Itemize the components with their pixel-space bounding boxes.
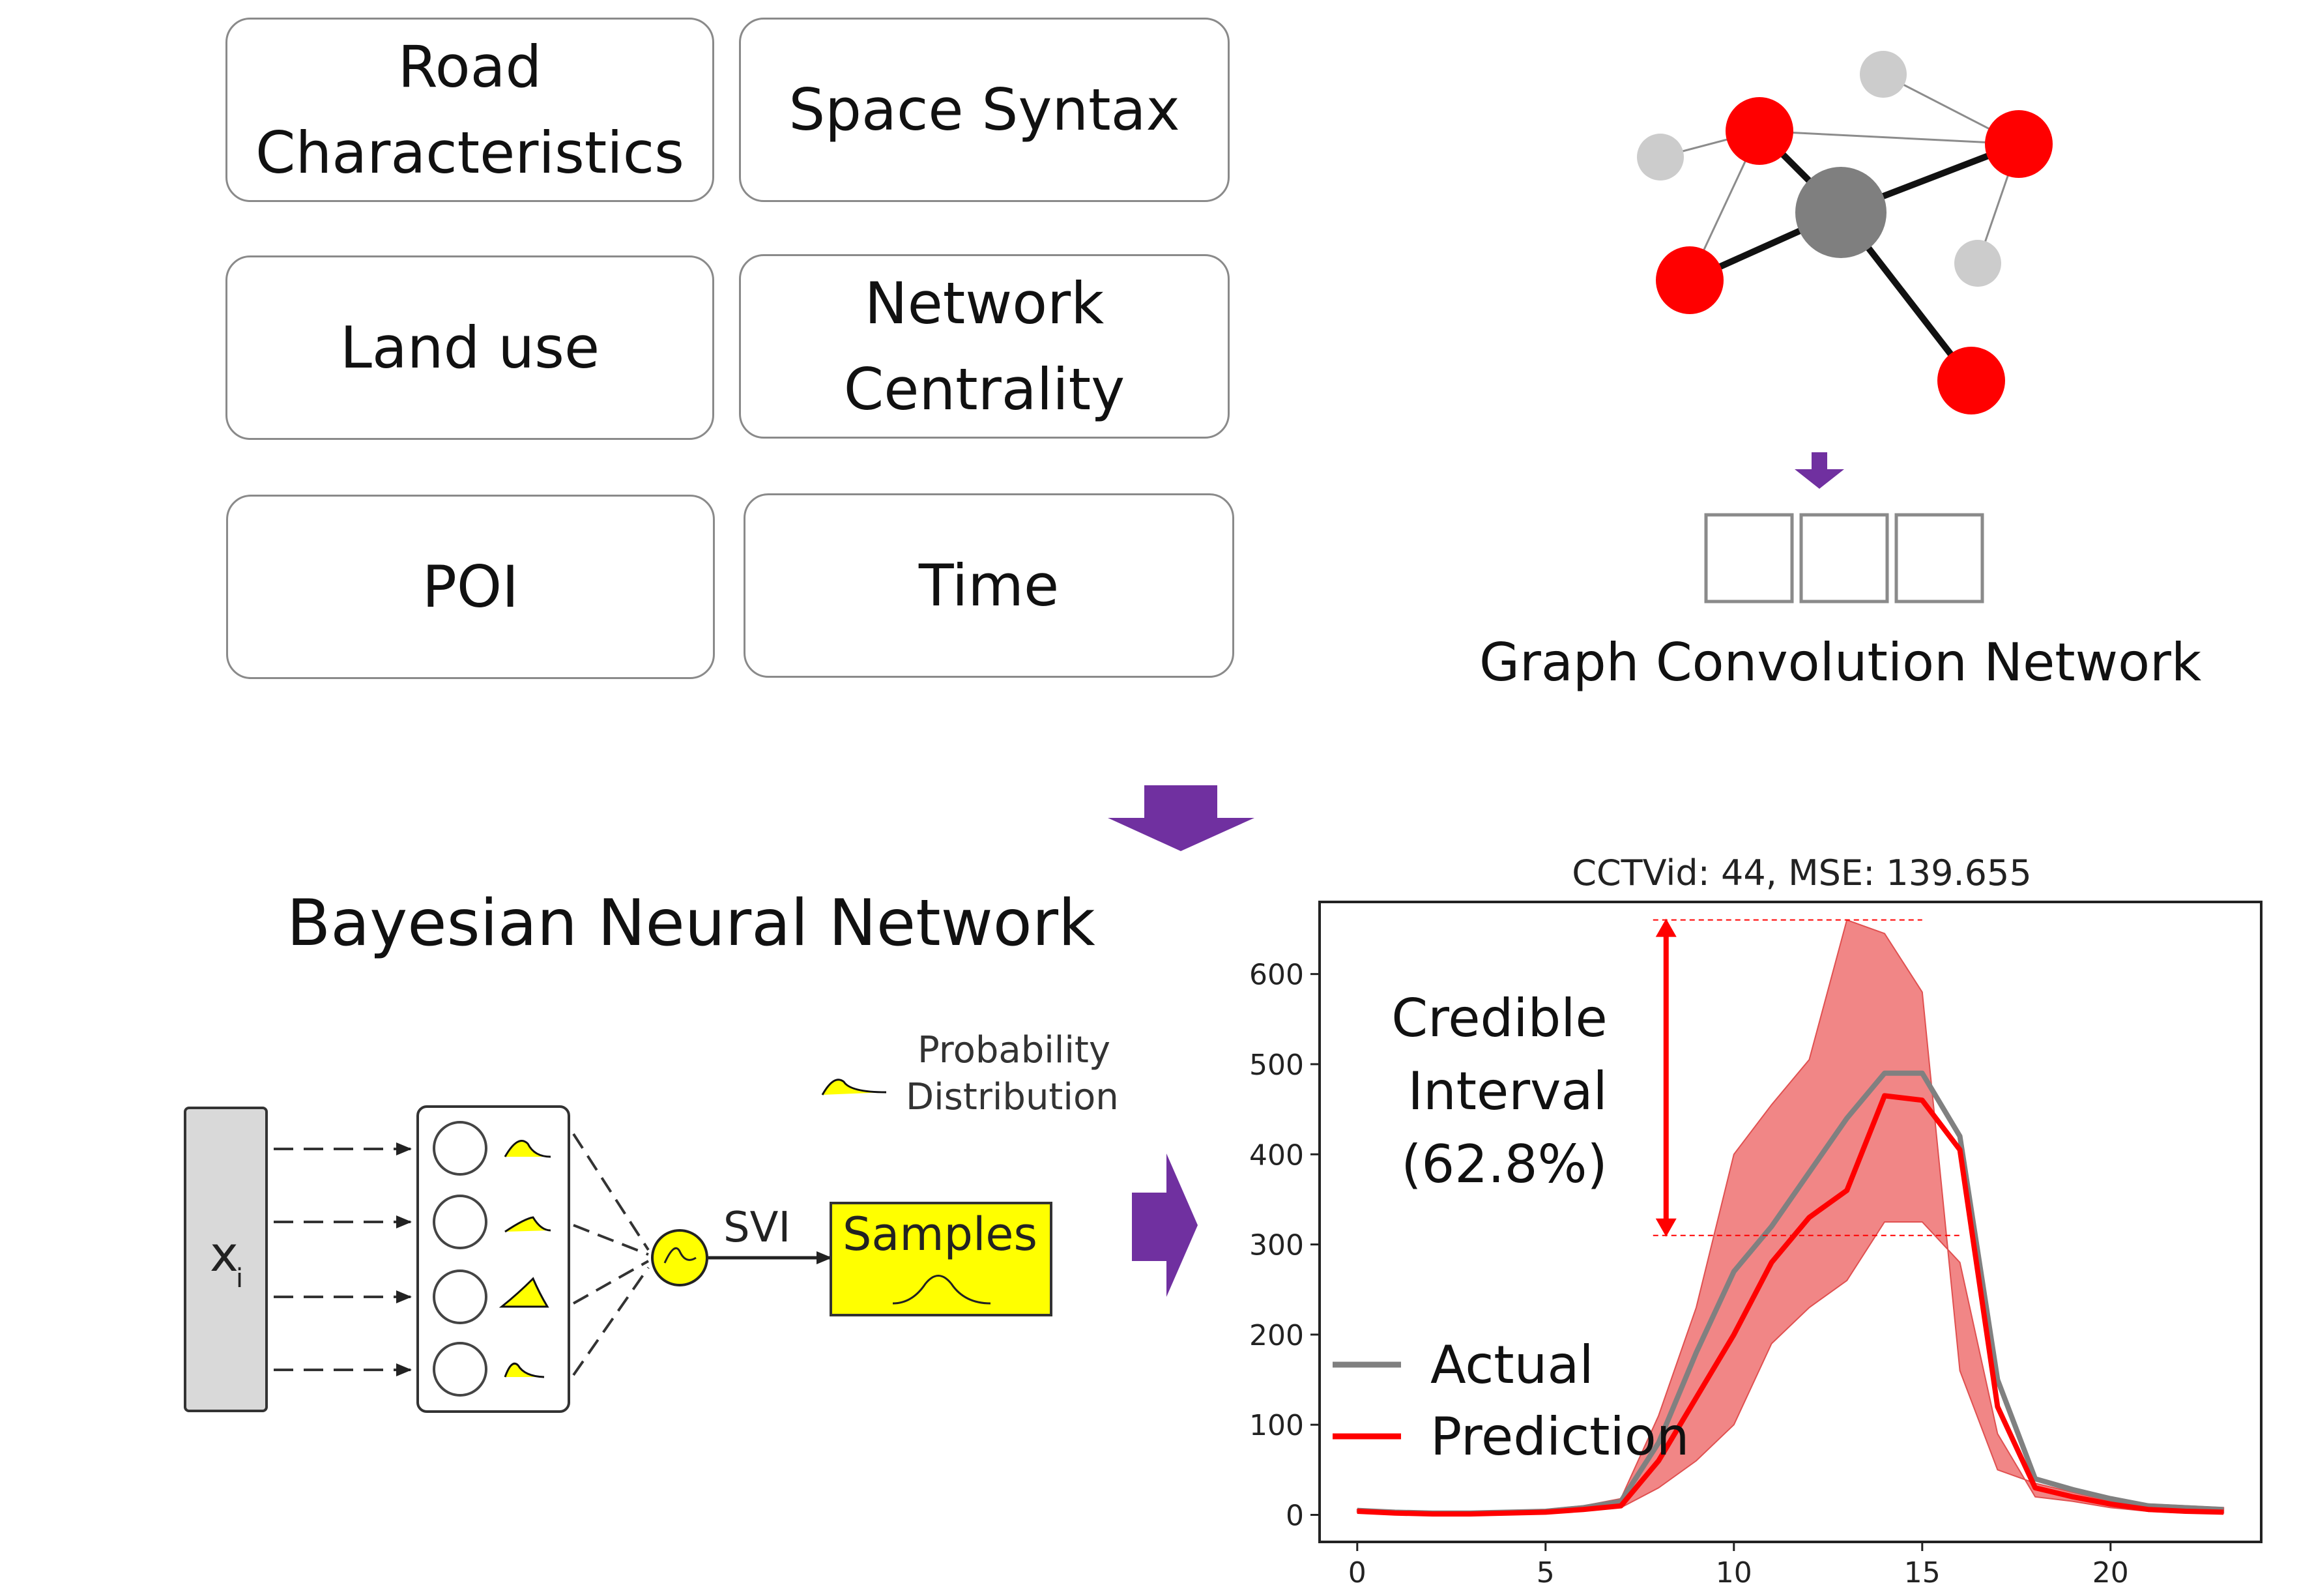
interval-annotation-line: Interval bbox=[1408, 1061, 1607, 1122]
samples-box bbox=[830, 1202, 1052, 1316]
graph-node-red bbox=[1985, 110, 2053, 178]
y-tick-label: 400 bbox=[1249, 1139, 1304, 1172]
feature-road-characteristics: Road Characteristics bbox=[225, 18, 714, 202]
x-tick-label: 5 bbox=[1537, 1556, 1555, 1589]
gcn-label: Graph Convolution Network bbox=[1479, 632, 2202, 693]
interval-arrow-head-down bbox=[1655, 1218, 1677, 1237]
chart-title: CCTVid: 44, MSE: 139.655 bbox=[1572, 852, 2031, 893]
legend-distribution: Distribution bbox=[906, 1076, 1119, 1118]
right-arrow-icon bbox=[1132, 1153, 1198, 1297]
interval-annotation-line: Credible bbox=[1391, 988, 1607, 1049]
gcn-arrow-icon bbox=[1795, 452, 1844, 489]
interval-arrow-head-up bbox=[1655, 918, 1677, 937]
feature-space-syntax: Space Syntax bbox=[739, 18, 1230, 202]
svi-label: SVI bbox=[723, 1204, 790, 1252]
bnn-label: Bayesian Neural Network bbox=[287, 886, 1095, 961]
legend-probability: Probability bbox=[918, 1029, 1110, 1071]
graph-node-light bbox=[1954, 240, 2001, 287]
input-subscript: i bbox=[236, 1264, 243, 1294]
y-tick-label: 0 bbox=[1286, 1500, 1304, 1533]
feature-poi: POI bbox=[226, 495, 715, 679]
graph-node-red bbox=[1937, 347, 2005, 414]
feature-network-centrality: Network Centrality bbox=[739, 254, 1230, 439]
down-arrow-icon bbox=[1108, 785, 1254, 851]
legend-label-prediction: Prediction bbox=[1430, 1406, 1689, 1467]
samples-label: Samples bbox=[843, 1208, 1037, 1261]
feature-land-use: Land use bbox=[225, 255, 714, 440]
embedding-cell bbox=[1704, 513, 1794, 603]
graph-node-light bbox=[1860, 51, 1907, 98]
x-tick-label: 15 bbox=[1904, 1556, 1941, 1589]
y-tick-label: 500 bbox=[1249, 1049, 1304, 1082]
y-tick-label: 200 bbox=[1249, 1319, 1304, 1352]
hidden-layer bbox=[416, 1105, 570, 1413]
graph-node-center bbox=[1795, 167, 1887, 258]
input-bar bbox=[184, 1107, 268, 1412]
x-tick-label: 10 bbox=[1716, 1556, 1752, 1589]
y-tick-label: 300 bbox=[1249, 1229, 1304, 1262]
legend-distribution-icon bbox=[821, 1079, 887, 1095]
embedding-cell bbox=[1894, 513, 1984, 603]
graph-node-light bbox=[1637, 134, 1684, 181]
interval-annotation-line: (62.8%) bbox=[1401, 1134, 1608, 1195]
aggregator-node bbox=[651, 1229, 708, 1286]
legend-label-actual: Actual bbox=[1430, 1335, 1594, 1395]
series-line-prediction bbox=[1357, 1093, 2224, 1517]
x-tick-label: 0 bbox=[1348, 1556, 1366, 1589]
input-label: x bbox=[210, 1226, 239, 1283]
embedding-cell bbox=[1799, 513, 1889, 603]
graph-node-red bbox=[1656, 246, 1724, 314]
feature-time: Time bbox=[744, 493, 1234, 678]
y-tick-label: 600 bbox=[1249, 959, 1304, 992]
x-tick-label: 20 bbox=[2092, 1556, 2129, 1589]
graph-node-red bbox=[1726, 97, 1793, 165]
y-tick-label: 100 bbox=[1249, 1409, 1304, 1442]
